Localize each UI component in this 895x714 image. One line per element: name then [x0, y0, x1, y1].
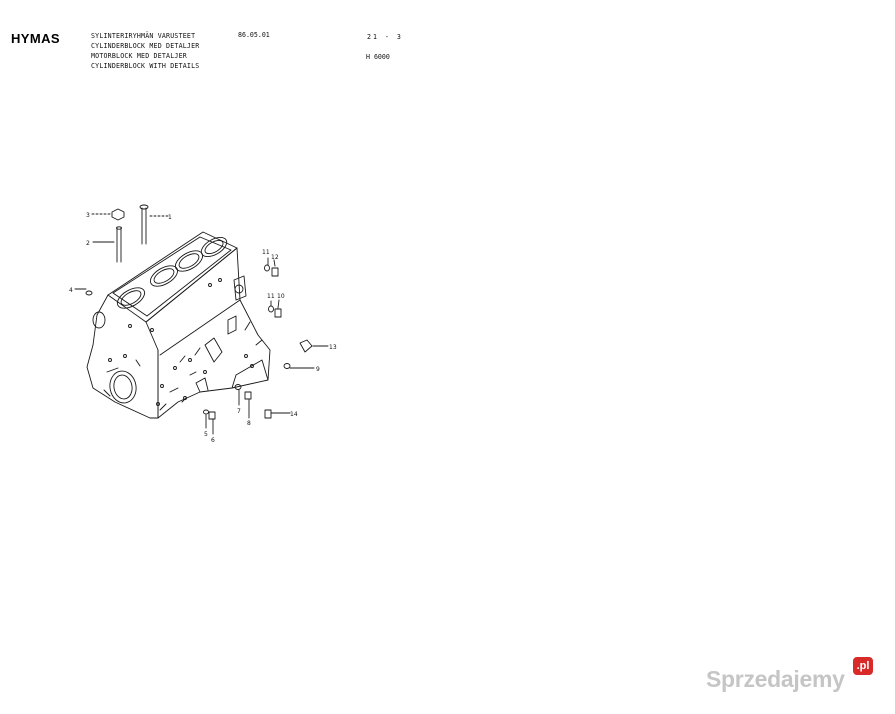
page-number: 21 - 3	[367, 33, 403, 41]
brand-logo: HYMAS	[11, 31, 60, 46]
callout-13: 13	[329, 344, 337, 351]
callout-5: 5	[204, 431, 208, 438]
callout-1: 1	[168, 214, 172, 221]
issue-date: 86.05.01	[238, 31, 270, 39]
callout-12: 12	[271, 254, 279, 261]
part-callouts: 1 2 3 4 5 6 7 8 9 10 11 11 12 13 14	[69, 212, 337, 444]
callout-9: 9	[316, 366, 320, 373]
watermark-badge: .pl	[853, 657, 873, 675]
callout-8: 8	[247, 420, 251, 427]
callout-7: 7	[237, 408, 241, 415]
model-code: H 6000	[366, 53, 390, 61]
callout-6: 6	[211, 437, 215, 444]
callout-14: 14	[290, 411, 298, 418]
title-swedish-1: CYLINDERBLOCK MED DETALJER	[91, 42, 200, 50]
engine-block-drawing	[74, 204, 329, 435]
title-swedish-2: MOTORBLOCK MED DETALJER	[91, 52, 187, 60]
callout-3: 3	[86, 212, 90, 219]
title-finnish: SYLINTERIRYHMÄN VARUSTEET	[91, 32, 196, 40]
callout-2: 2	[86, 240, 90, 247]
watermark-text: Sprzedajemy	[706, 666, 845, 692]
section-titles: SYLINTERIRYHMÄN VARUSTEET CYLINDERBLOCK …	[91, 31, 199, 71]
callout-10: 10	[277, 293, 285, 300]
callout-4: 4	[69, 287, 73, 294]
title-english: CYLINDERBLOCK WITH DETAILS	[91, 62, 200, 70]
callout-11a: 11	[262, 249, 270, 256]
callout-11b: 11	[267, 293, 275, 300]
